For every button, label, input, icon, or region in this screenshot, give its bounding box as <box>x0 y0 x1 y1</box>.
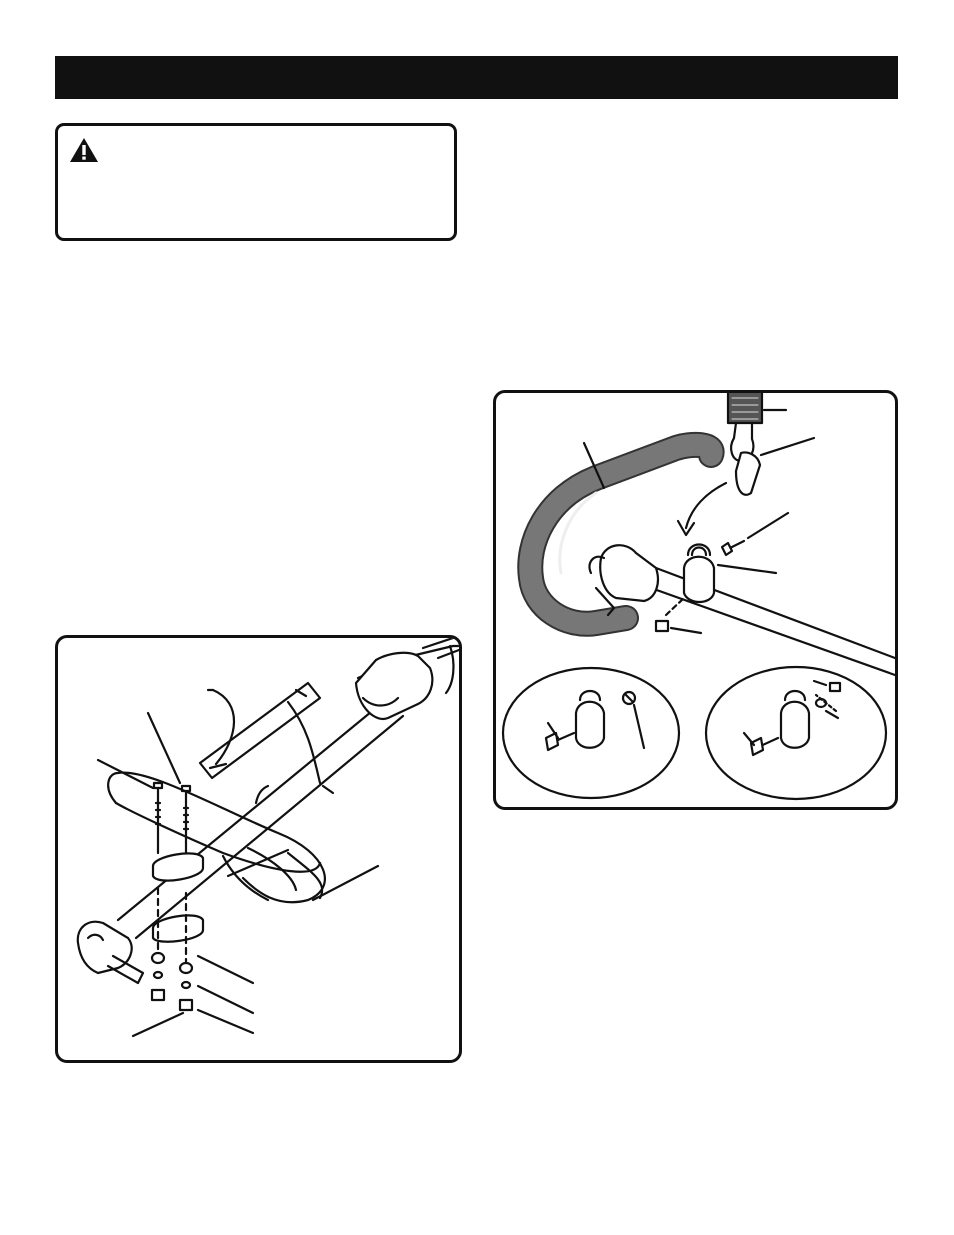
warning-triangle-icon <box>70 138 98 162</box>
handle-assembly-figure <box>55 635 462 1063</box>
section-header-bar <box>55 56 898 99</box>
handle-assembly-illustration <box>76 638 459 1038</box>
warning-box <box>55 123 457 241</box>
strap-attachment-figure <box>493 390 898 810</box>
strap-attachment-illustration <box>501 393 895 801</box>
